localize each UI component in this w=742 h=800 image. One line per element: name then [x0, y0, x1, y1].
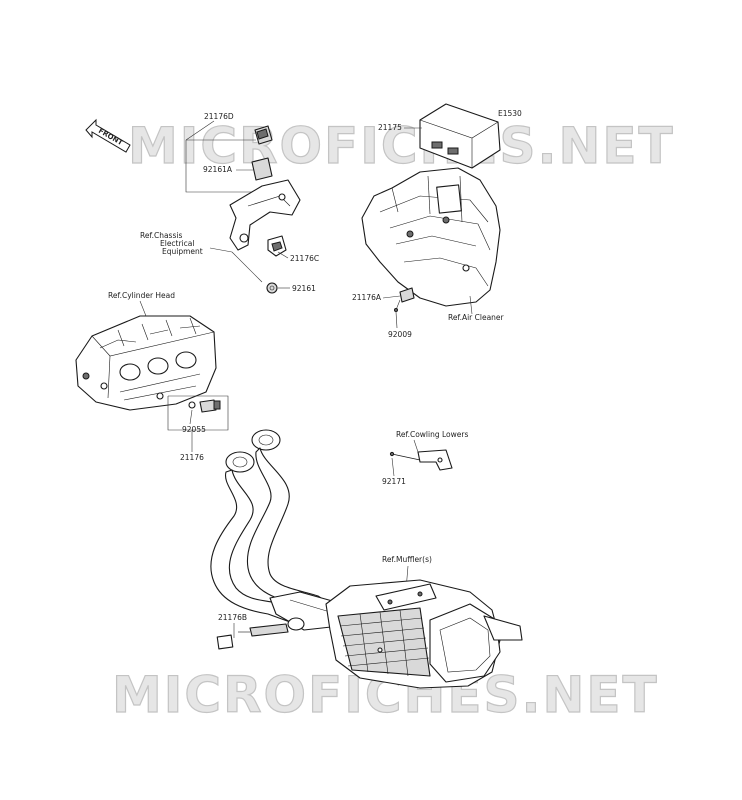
air-cleaner-housing: [361, 167, 501, 312]
callout-21176D: 21176D: [204, 112, 234, 121]
diagram-code: E1530: [498, 109, 522, 118]
ref-chassis-line1: Ref.Chassis: [140, 231, 182, 240]
exhaust-headers: [210, 429, 341, 650]
ref-cylinder-head: Ref.Cylinder Head: [108, 291, 175, 300]
callout-21176C: 21176C: [290, 254, 319, 263]
callout-92161A: 92161A: [203, 165, 233, 174]
callout-21176B: 21176B: [218, 613, 247, 622]
callout-21176A: 21176A: [352, 293, 382, 302]
ref-air-cleaner: Ref.Air Cleaner: [448, 313, 505, 322]
cylinder-head: [75, 315, 217, 411]
muffler: [325, 579, 523, 689]
ref-chassis-line2: Electrical: [160, 239, 194, 248]
ref-cowling-lowers: Ref.Cowling Lowers: [396, 430, 468, 439]
ref-chassis-line3: Equipment: [162, 247, 203, 256]
callout-92161: 92161: [292, 284, 316, 293]
watermark-top: MICROFICHES.NET: [128, 117, 675, 175]
cowling-bracket: [389, 449, 453, 471]
callout-92171: 92171: [382, 477, 406, 486]
front-arrow-icon: FRONT: [85, 118, 131, 153]
callout-92009: 92009: [388, 330, 412, 339]
temperature-sensor: [188, 399, 221, 413]
callout-92055: 92055: [182, 425, 206, 434]
sensor-bracket-assembly: [185, 125, 301, 294]
callout-21175: 21175: [378, 123, 402, 132]
callout-21176: 21176: [180, 453, 204, 462]
ecu-unit: [419, 103, 501, 169]
ref-muffler: Ref.Muffler(s): [382, 555, 432, 564]
